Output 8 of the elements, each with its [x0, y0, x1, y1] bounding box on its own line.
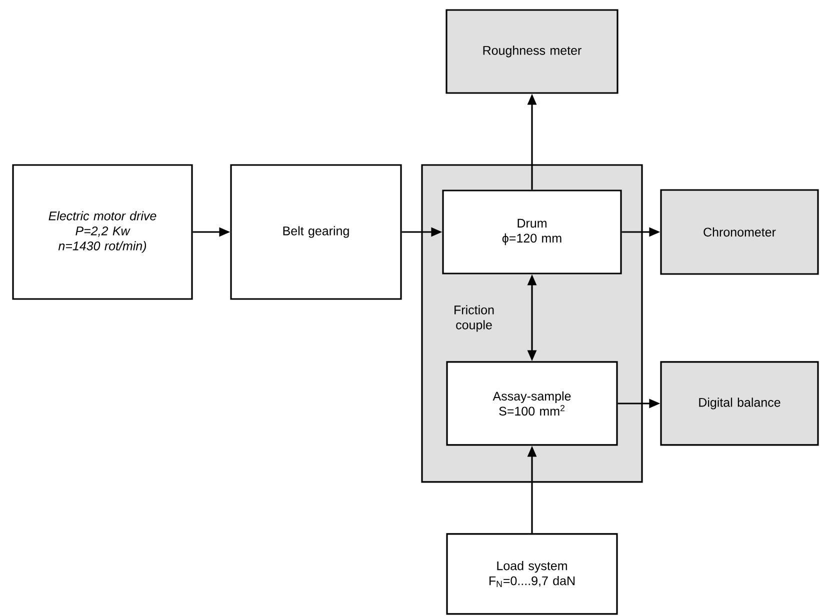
instrument-box: Roughness meter: [446, 9, 618, 94]
instrument-box: Chronometer: [660, 189, 819, 275]
process-box: Load system F$_{N}$=0....9,7 daN: [446, 533, 618, 615]
process-box: Electric motor drive P=2,2 Kw n=1430 rot/min): [12, 164, 193, 300]
process-box: Drum ϕ=120 mm: [442, 190, 622, 274]
process-box: Assay-sample S=100 mm$^{2}$: [446, 361, 618, 446]
instrument-box: Digital balance: [660, 361, 819, 446]
process-box: Belt gearing: [230, 164, 402, 300]
